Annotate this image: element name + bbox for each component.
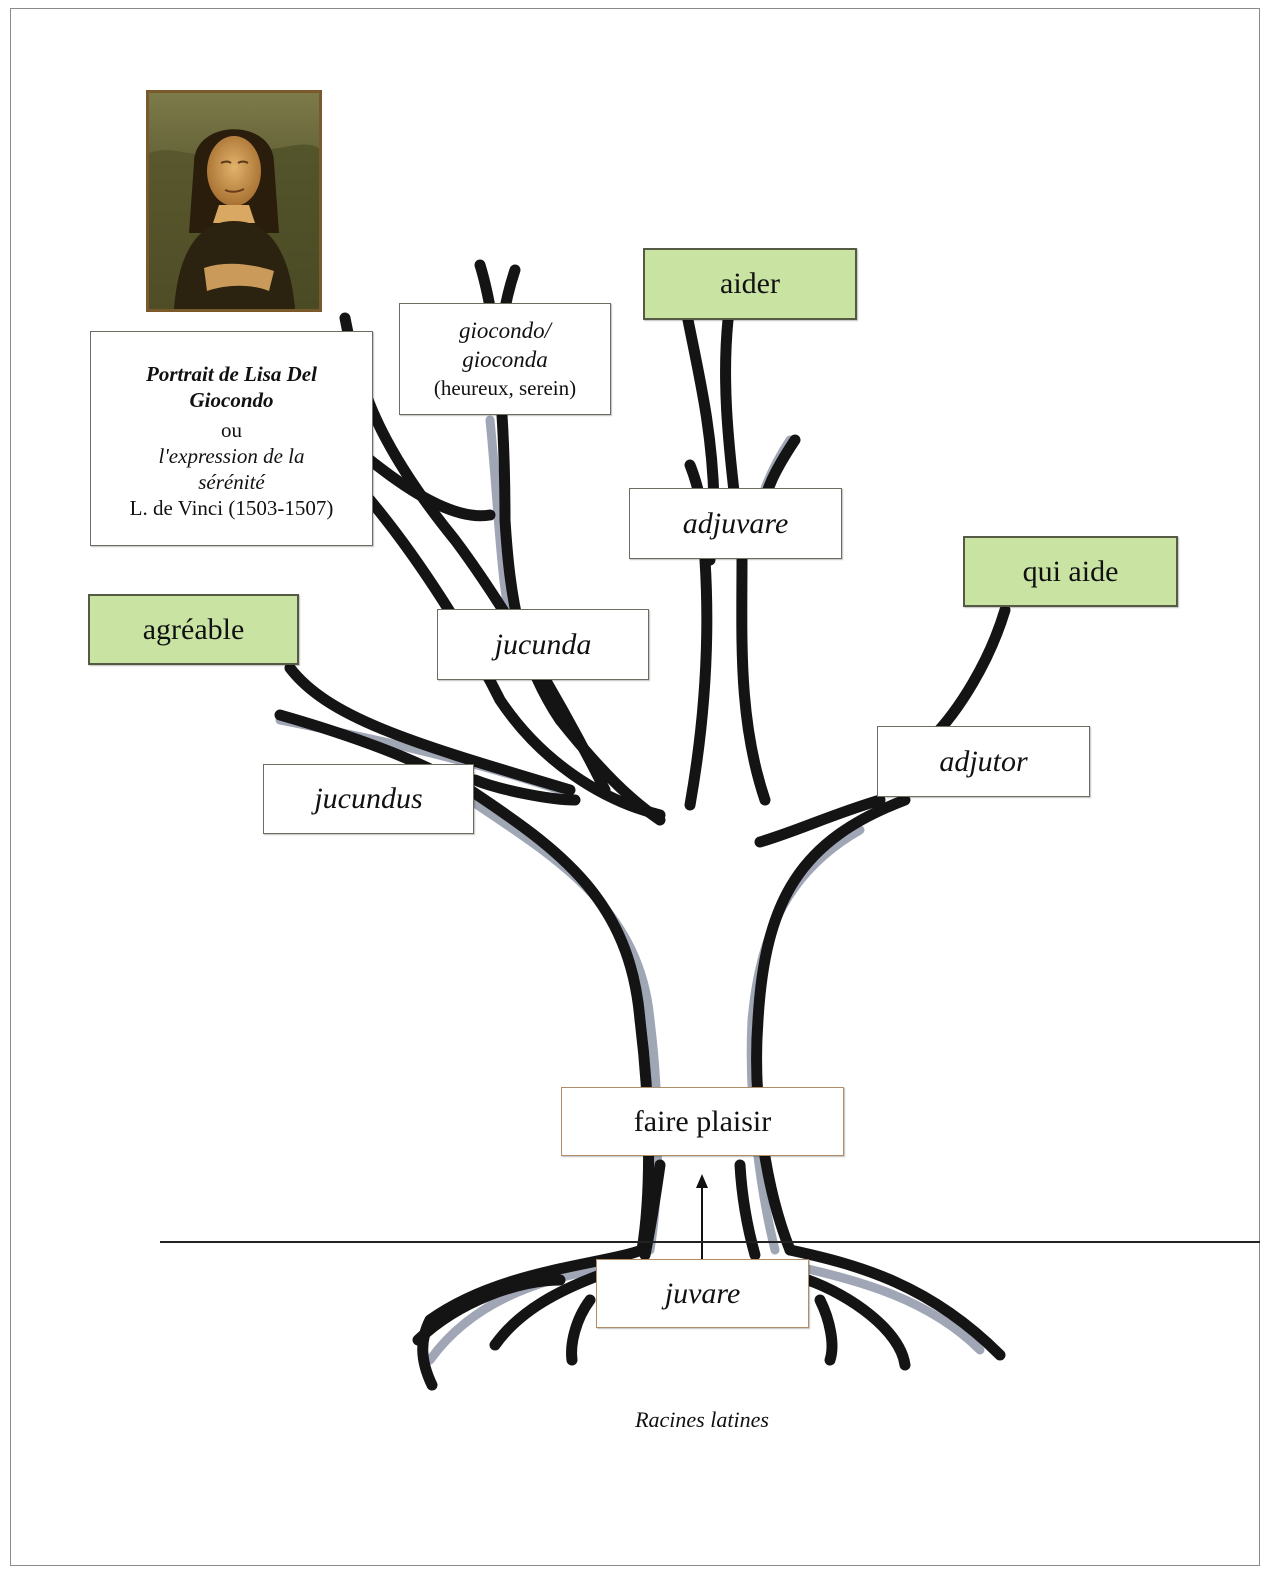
faire-plaisir-label: faire plaisir	[633, 1104, 772, 1138]
caption-title-line2: Giocondo	[189, 387, 274, 412]
qui-aide-label: qui aide	[1022, 554, 1119, 588]
branch-adjutor-lower	[754, 794, 886, 848]
root-right-a	[784, 1244, 1006, 1361]
root-left-d	[412, 1274, 566, 1346]
arrow-head	[696, 1174, 708, 1188]
jucundus-box: jucundus	[263, 764, 474, 834]
root-left-b	[489, 1269, 606, 1351]
branch-aider-b	[720, 314, 741, 506]
giocondo-line1: giocondo/	[459, 317, 551, 343]
branch-aider-a	[682, 314, 720, 506]
aider-label: aider	[720, 267, 780, 300]
caption-title-line1: Portrait de Lisa Del	[146, 361, 317, 386]
adjutor-box: adjutor	[877, 726, 1090, 797]
root-right-c	[814, 1294, 838, 1366]
root-center-right	[734, 1159, 761, 1261]
trunk-right	[751, 794, 911, 1256]
adjutor-label: adjutor	[939, 744, 1028, 778]
giocondo-line2: gioconda	[462, 346, 548, 372]
branch-portrait-b	[364, 454, 496, 522]
mona-lisa-portrait-image	[146, 90, 322, 312]
agreable-box: agréable	[88, 594, 299, 665]
caption-subtitle-line2: sérénité	[198, 469, 265, 494]
faire-plaisir-box: faire plaisir	[561, 1087, 844, 1156]
juvare-label: juvare	[664, 1276, 741, 1310]
branch-adjuvare-lower-b	[736, 554, 771, 806]
giocondo-box: giocondo/ gioconda (heureux, serein)	[399, 303, 611, 415]
portrait-caption-box: Portrait de Lisa Del Giocondo ou l'expre…	[90, 331, 373, 546]
giocondo-line3: (heureux, serein)	[433, 375, 577, 400]
branch-portrait-c	[364, 494, 666, 821]
root-left-c	[566, 1294, 596, 1366]
aider-box: aider	[643, 248, 857, 320]
adjuvare-label: adjuvare	[682, 506, 789, 540]
branch-quiaide	[924, 604, 1011, 746]
caption-subtitle-line1: l'expression de la	[158, 443, 305, 468]
trunk-left	[464, 784, 655, 1256]
branch-adjuvare-lower-a	[684, 554, 713, 811]
jucunda-label: jucunda	[494, 627, 592, 661]
jucundus-label: jucundus	[314, 782, 423, 815]
branch-jucundus-upper	[284, 662, 576, 796]
qui-aide-box: qui aide	[963, 536, 1178, 607]
root-right-shade	[785, 1260, 985, 1355]
root-center-left	[639, 1159, 666, 1261]
trunk-connector-left	[469, 774, 581, 806]
root-right-b	[802, 1274, 911, 1371]
jucunda-box: jucunda	[437, 609, 649, 680]
adjuvare-box: adjuvare	[629, 488, 842, 559]
caption-author: L. de Vinci (1503-1507)	[129, 495, 334, 520]
footer-caption: Racines latines	[635, 1407, 769, 1432]
juvare-box: juvare	[596, 1259, 809, 1328]
caption-or: ou	[221, 417, 242, 442]
ground-line	[160, 1241, 1260, 1243]
agreable-label: agréable	[142, 612, 245, 646]
